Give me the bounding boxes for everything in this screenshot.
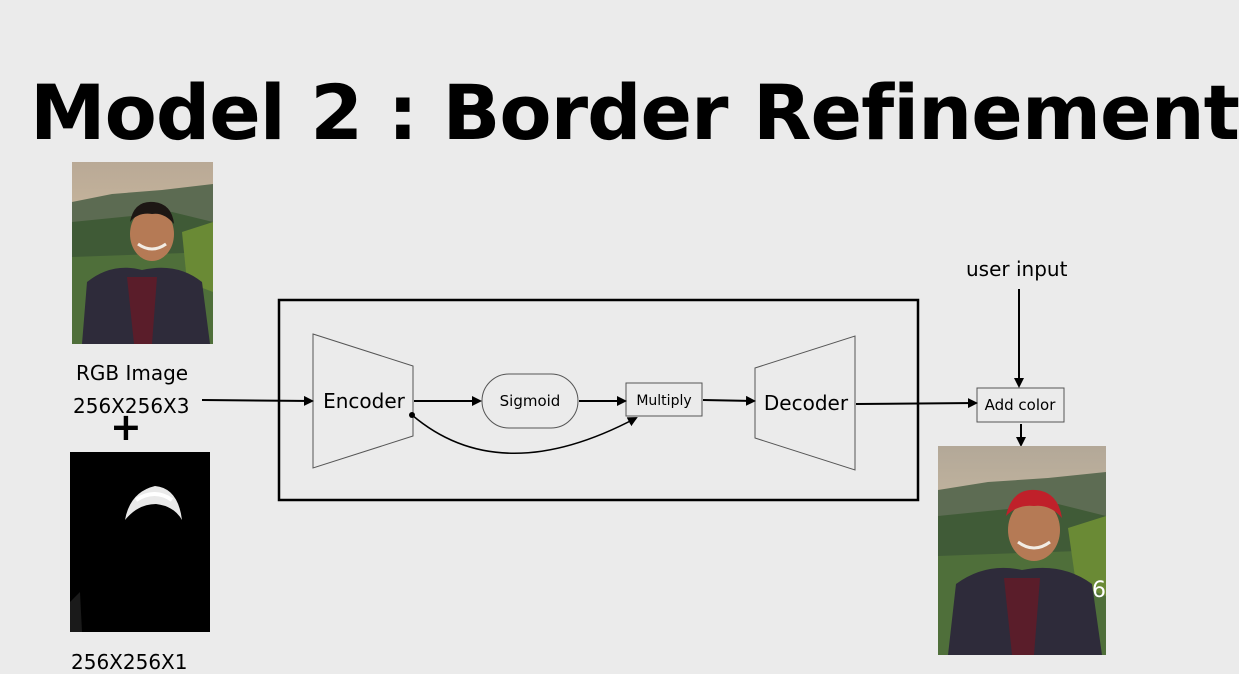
- output-recolored-image: [938, 446, 1106, 655]
- rgb-image-size: 256X256X3: [73, 394, 190, 418]
- sigmoid-label: Sigmoid: [500, 392, 561, 410]
- user-input-label: user input: [966, 257, 1068, 281]
- arrow-skip-encoder-to-multiply: [411, 414, 638, 454]
- mask-image-size: 256X256X1: [71, 650, 188, 674]
- encoder-label: Encoder: [323, 389, 406, 413]
- arrow-multiply-to-decoder: [702, 395, 756, 406]
- decoder-label: Decoder: [764, 391, 849, 415]
- sigmoid-block: [481, 373, 579, 429]
- input-rgb-image: [72, 162, 213, 344]
- arrow-decoder-to-add-color: [855, 398, 978, 409]
- output-overlay-digit: 6: [1092, 578, 1106, 603]
- decoder-block: [754, 335, 856, 471]
- add-color-label: Add color: [985, 396, 1057, 414]
- pipeline-diagram: Encoder Sigmoid Multiply Decoder Add col…: [201, 289, 1065, 502]
- multiply-label: Multiply: [636, 393, 691, 409]
- arrow-input-to-encoder: [201, 395, 314, 406]
- rgb-image-label: RGB Image: [76, 361, 189, 385]
- plus-sign: +: [110, 405, 142, 449]
- page-title: Model 2 : Border Refinement: [30, 68, 1239, 157]
- encoder-block: [312, 333, 414, 469]
- input-mask-image: [70, 452, 210, 632]
